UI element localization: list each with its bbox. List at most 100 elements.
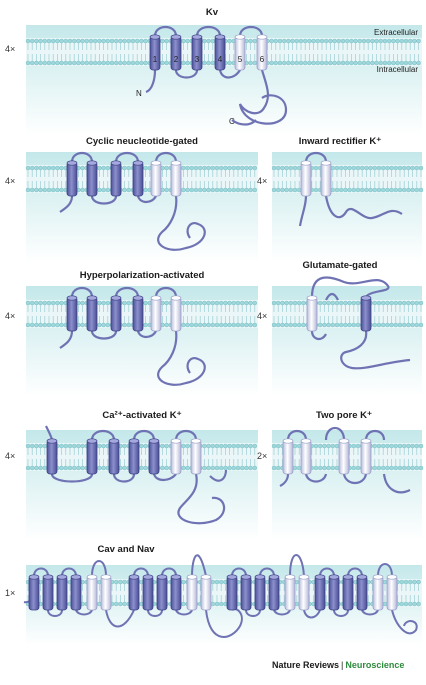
lipid-molecule — [118, 601, 123, 607]
lipid-molecule — [80, 38, 85, 44]
lipid-molecule — [139, 38, 144, 44]
lipid-molecule — [101, 443, 106, 449]
lipid-molecule — [410, 165, 415, 171]
lipid-molecule — [80, 165, 85, 171]
lipid-molecule — [414, 443, 419, 449]
lipid-molecule — [288, 165, 293, 171]
lipid-molecule — [276, 443, 281, 449]
lipid-molecule — [376, 443, 382, 449]
lipid-molecule — [393, 322, 398, 328]
lipid-molecule — [34, 187, 39, 193]
lipid-molecule — [271, 187, 277, 193]
lipid-molecule — [67, 465, 73, 471]
panel-glu-multiplier: 4× — [257, 311, 267, 321]
lipid-molecule — [101, 322, 106, 328]
lipid-molecule — [164, 465, 169, 471]
lipid-molecule — [381, 187, 386, 193]
lipid-molecule — [402, 465, 407, 471]
lipid-molecule — [143, 300, 148, 306]
panel-hcn: Hyperpolarization-activated 4× — [5, 270, 258, 396]
lipid-molecule — [292, 165, 298, 171]
lipid-molecule — [322, 300, 327, 306]
lipid-molecule — [353, 38, 358, 44]
lipid-molecule — [160, 38, 165, 44]
lipid-molecule — [418, 165, 424, 171]
lipid-molecule — [42, 443, 47, 449]
panel-k2p-title: Two pore K⁺ — [316, 410, 372, 421]
lipid-molecule — [252, 443, 258, 449]
lipid-molecule — [355, 443, 361, 449]
lipid-molecule — [284, 187, 289, 193]
segment-number: 3 — [195, 55, 200, 64]
transmembrane-helix — [328, 574, 340, 611]
lipid-molecule — [181, 60, 186, 66]
lipid-molecule — [160, 60, 165, 66]
lipid-molecule — [130, 38, 136, 44]
lipid-molecule — [343, 187, 348, 193]
lipid-molecule — [372, 165, 377, 171]
lipid-molecule — [408, 601, 413, 607]
pore-helix — [256, 34, 268, 71]
lipid-molecule — [414, 465, 419, 471]
transmembrane-helix — [170, 574, 182, 611]
transmembrane-helix — [110, 160, 122, 197]
lipid-molecule — [218, 322, 224, 328]
lipid-molecule — [412, 579, 417, 585]
lipid-molecule — [313, 443, 319, 449]
pore-helix — [150, 295, 162, 332]
transmembrane-helix — [314, 574, 326, 611]
lipid-molecule — [284, 322, 289, 328]
transmembrane-helix — [66, 295, 78, 332]
lipid-molecule — [324, 38, 329, 44]
pore-helix — [300, 438, 312, 475]
lipid-molecule — [324, 60, 329, 66]
lipid-molecule — [34, 38, 39, 44]
lipid-molecule — [372, 443, 377, 449]
lipid-molecule — [395, 38, 400, 44]
lipid-molecule — [139, 443, 144, 449]
lipid-molecule — [374, 38, 379, 44]
lipid-molecule — [42, 465, 47, 471]
panel-k2p: Two pore K⁺ 2× — [257, 410, 424, 540]
lipid-molecule — [292, 322, 298, 328]
lipid-molecule — [290, 60, 295, 66]
lipid-molecule — [290, 38, 295, 44]
lipid-molecule — [231, 165, 237, 171]
panel-cng: Cyclic neucleotide-gated 4× — [5, 136, 258, 262]
lipid-molecule — [340, 38, 346, 44]
lipid-molecule — [76, 443, 81, 449]
lipid-molecule — [126, 165, 132, 171]
lipid-molecule — [372, 465, 377, 471]
lipid-molecule — [397, 300, 403, 306]
lipid-molecule — [223, 443, 228, 449]
lipid-molecule — [97, 165, 102, 171]
lipid-molecule — [42, 165, 47, 171]
lipid-molecule — [389, 165, 394, 171]
lipid-molecule — [381, 165, 386, 171]
lipid-molecule — [408, 38, 413, 44]
lipid-molecule — [334, 465, 340, 471]
lipid-molecule — [193, 300, 199, 306]
lipid-molecule — [385, 165, 390, 171]
lipid-molecule — [185, 465, 190, 471]
lipid-molecule — [185, 443, 190, 449]
lipid-molecule — [406, 443, 411, 449]
lipid-molecule — [63, 465, 69, 471]
lipid-molecule — [46, 300, 52, 306]
lipid-molecule — [326, 443, 331, 449]
lipid-molecule — [71, 443, 77, 449]
lipid-molecule — [418, 465, 424, 471]
lipid-molecule — [118, 60, 123, 66]
lipid-molecule — [248, 60, 253, 66]
pore-helix — [100, 574, 112, 611]
lipid-molecule — [126, 322, 132, 328]
lipid-molecule — [227, 465, 232, 471]
glu-helices — [306, 295, 372, 332]
lipid-molecule — [67, 60, 73, 66]
lipid-molecule — [231, 322, 237, 328]
pore-helix — [386, 574, 398, 611]
lipid-molecule — [372, 322, 377, 328]
lipid-molecule — [97, 38, 102, 44]
lipid-molecule — [276, 187, 281, 193]
lipid-molecule — [276, 322, 281, 328]
